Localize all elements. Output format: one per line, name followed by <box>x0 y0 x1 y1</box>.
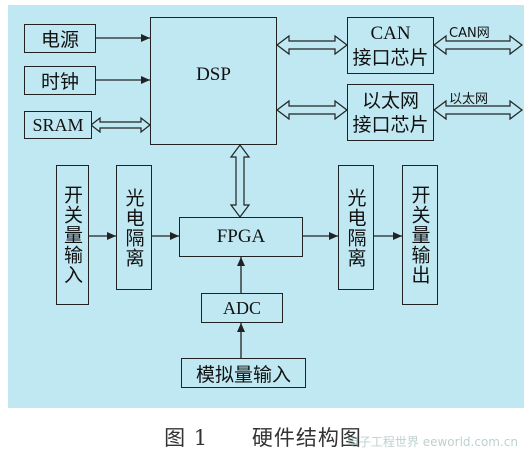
figure-title: 硬件结构图 <box>251 426 362 450</box>
arrow-can-net-bidirectional <box>433 34 523 56</box>
figure-caption: 图 1 硬件结构图 <box>0 422 526 452</box>
opto-isolation-left-block: 光电隔离 <box>116 165 152 290</box>
arrow-sram-dsp-bidirectional <box>90 116 151 134</box>
adc-block: ADC <box>201 293 283 323</box>
opto-isolation-right-block: 光电隔离 <box>338 165 374 290</box>
power-block: 电源 <box>24 24 96 53</box>
analog-input-block: 模拟量输入 <box>181 358 306 388</box>
switch-input-block: 开关量输入 <box>56 165 89 305</box>
arrow-dsp-ethernet-bidirectional <box>276 99 348 121</box>
dsp-block: DSP <box>150 17 277 145</box>
fpga-block: FPGA <box>179 217 303 257</box>
dsp-label: DSP <box>196 64 231 85</box>
arrow-ethernet-net-bidirectional <box>433 99 523 121</box>
figure-number: 图 1 <box>164 426 209 450</box>
sram-block: SRAM <box>24 111 92 139</box>
ethernet-chip-block: 以太网 接口芯片 <box>347 84 434 141</box>
can-chip-block: CAN 接口芯片 <box>347 17 434 74</box>
can-chip-label-line2: 接口芯片 <box>352 46 429 69</box>
watermark: 电子工程世界 eeworld.com.cn <box>346 435 518 449</box>
switch-output-block: 开关量输出 <box>402 165 438 305</box>
can-net-label: CAN网 <box>449 26 490 41</box>
arrow-dsp-fpga-bidirectional <box>229 144 251 218</box>
clock-block: 时钟 <box>24 66 96 95</box>
ethernet-label: 以太网 <box>449 92 489 107</box>
ethernet-chip-label-line1: 以太网 <box>361 89 419 112</box>
arrow-dsp-can-bidirectional <box>276 34 348 56</box>
ethernet-chip-label-line2: 接口芯片 <box>352 113 429 136</box>
can-chip-label-line1: CAN <box>370 22 411 44</box>
